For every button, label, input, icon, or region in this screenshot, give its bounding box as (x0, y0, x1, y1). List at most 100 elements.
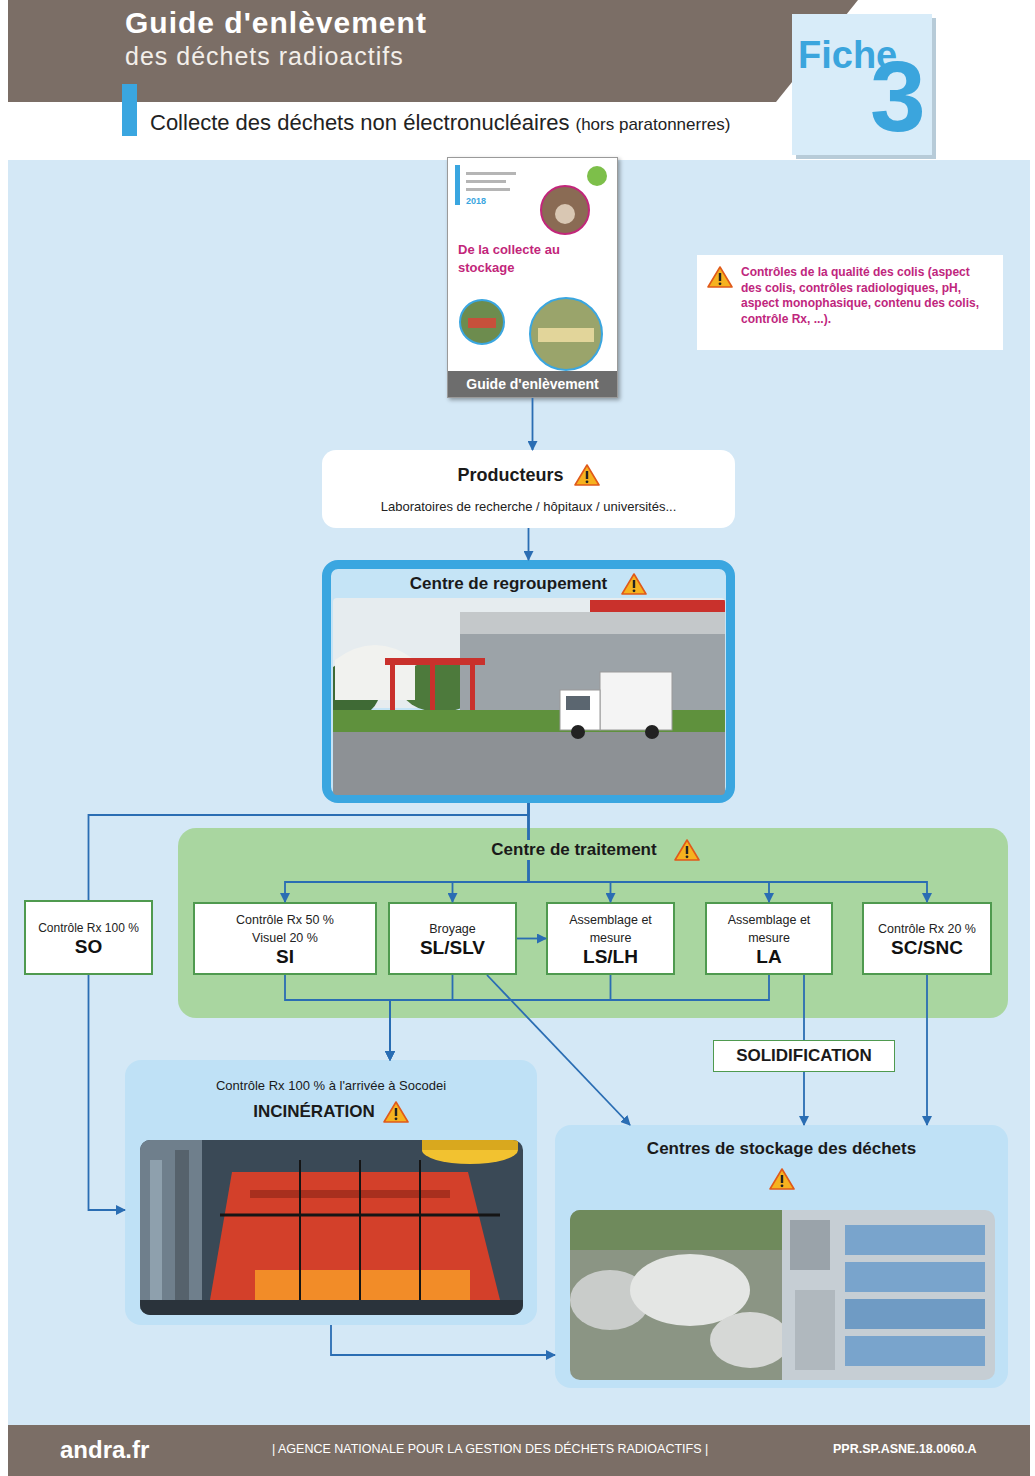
guide-cover-art (530, 298, 602, 370)
text-row: Guide d'enlèvement (448, 371, 617, 397)
text-row: SI (276, 946, 294, 968)
producer-box: ProducteursLaboratoires de recherche / h… (322, 450, 735, 528)
node-heading: Contrôles de la qualité des colis (aspec… (741, 265, 993, 327)
node-text: SC/SNC (891, 937, 963, 958)
warning-mark (633, 580, 635, 588)
warning-mark (395, 1108, 397, 1116)
node-text: LS/LH (583, 946, 638, 967)
storage-photo (570, 1270, 650, 1330)
node-heading: Centre de traitement (486, 840, 661, 860)
incinerator-photo (140, 1140, 523, 1315)
text-row: Contrôle Rx 50 % Visuel 20 % (225, 910, 345, 946)
storage-photo (570, 1210, 782, 1380)
warning-icon (674, 838, 700, 862)
guide-cover-art (466, 188, 510, 191)
text-row: Centre de traitement (178, 838, 1008, 862)
node-text: Laboratoires de recherche / hôpitaux / u… (381, 499, 677, 514)
text-row: Broyage (429, 919, 476, 937)
storage-photo (845, 1299, 985, 1329)
flow-connector (517, 938, 546, 940)
text-row: SO (75, 936, 102, 958)
text-row: Assemblage et mesure (563, 910, 659, 946)
flow-connector (89, 975, 126, 1210)
storage-photo (630, 1254, 750, 1326)
text-row: Producteurs (457, 463, 599, 487)
warning-icon (769, 1167, 795, 1191)
incinerator-photo (299, 1160, 301, 1300)
text-row: Contrôle Rx 20 % (878, 919, 976, 937)
warning-triangle (708, 267, 732, 287)
section-title: Collecte des déchets non électronucléair… (150, 110, 569, 136)
grouping-center-photo (430, 665, 435, 715)
grouping-center-photo (333, 598, 725, 795)
warning-mark (719, 282, 722, 285)
flow-connector (390, 975, 611, 1060)
storage-photo (710, 1312, 790, 1368)
node-text: LA (756, 946, 781, 967)
warning-triangle (384, 1102, 408, 1122)
text-row: LS/LH (583, 946, 638, 968)
cover-year: 2018 (466, 196, 486, 206)
node-heading: Contrôle Rx 20 % (878, 922, 976, 936)
incinerator-photo (140, 1300, 523, 1315)
storage-photo (790, 1220, 830, 1270)
grouping-center-photo (333, 732, 725, 795)
sheet-tab (792, 14, 932, 155)
incinerator-photo (422, 1140, 518, 1150)
storage-photo (795, 1290, 835, 1370)
guide-cover-art (541, 186, 589, 234)
grouping-center-photo (400, 660, 480, 712)
warning-icon (574, 463, 600, 487)
text-row: Contrôle Rx 100 % (38, 918, 139, 936)
incinerator-photo (419, 1160, 421, 1300)
footer-reference: PPR.SP.ASNE.18.0060.A (833, 1442, 977, 1456)
text-row: Contrôle Rx 100 % à l'arrivée à Socodei (125, 1076, 537, 1094)
node-text: Guide d'enlèvement (466, 376, 598, 392)
flow-connector (487, 975, 630, 1125)
incinerator-photo (150, 1160, 162, 1315)
grouping-center-photo (600, 672, 672, 730)
node-heading: Producteurs (457, 465, 563, 486)
waste-type-box: Assemblage et mesureLS/LH (546, 902, 675, 975)
node-text: INCINÉRATION (253, 1102, 375, 1122)
grouping-center-photo (470, 665, 475, 715)
incinerator-photo (422, 1140, 518, 1164)
warning-triangle (770, 1169, 794, 1189)
grouping-center-photo (590, 600, 725, 612)
page-subtitle: des déchets radioactifs (125, 42, 404, 71)
footer-agency: | AGENCE NATIONALE POUR LA GESTION DES D… (272, 1442, 708, 1456)
grouping-center-photo (460, 612, 725, 634)
incinerator-photo (210, 1172, 500, 1300)
footer-band (8, 1425, 1030, 1476)
node-heading: Centre de regroupement (410, 574, 607, 594)
incineration-center: Contrôle Rx 100 % à l'arrivée à SocodeiI… (125, 1060, 537, 1325)
text-row: LA (756, 946, 781, 968)
incinerator-photo (140, 1140, 523, 1315)
warning-triangle (675, 840, 699, 860)
guide-cover-art (555, 204, 575, 224)
warning-mark (780, 1175, 782, 1183)
waste-type-box: Contrôle Rx 100 %SO (24, 900, 153, 975)
waste-type-box: Contrôle Rx 50 % Visuel 20 %SI (193, 902, 377, 975)
process-label-box: SOLIDIFICATION (713, 1040, 895, 1072)
grouping-center-photo (335, 645, 415, 700)
warning-mark (719, 273, 721, 281)
guide-cover-art (455, 165, 607, 370)
subtitle-bar (122, 84, 137, 136)
incinerator-photo (140, 1140, 202, 1315)
node-heading: Assemblage et mesure (569, 913, 652, 945)
incinerator-photo (175, 1150, 189, 1315)
icon-row (555, 1167, 1008, 1195)
warning-mark (685, 855, 688, 858)
section-title-row: Collecte des déchets non électronucléair… (150, 110, 730, 136)
flow-connector (285, 975, 390, 1060)
warning-mark (585, 471, 587, 479)
node-heading: Contrôle Rx 100 % (38, 921, 139, 935)
text-row: SL/SLV (420, 937, 485, 959)
flow-connector (803, 1072, 805, 1125)
waste-type-box: Contrôle Rx 20 %SC/SNC (862, 902, 992, 975)
guide-cover-art (466, 180, 506, 183)
grouping-center-photo (560, 690, 600, 730)
